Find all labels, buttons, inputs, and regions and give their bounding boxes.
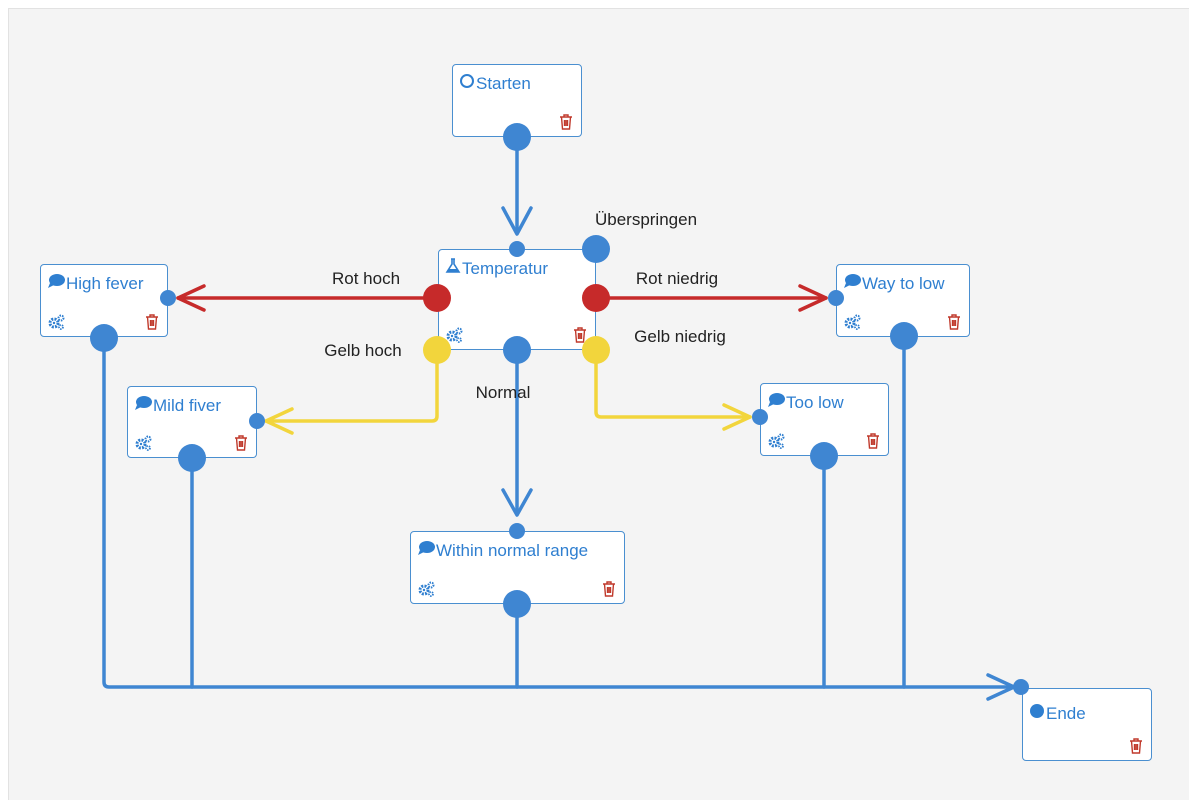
arrowhead-red-high bbox=[176, 284, 206, 312]
node-high-fever-label: High fever bbox=[66, 273, 144, 293]
arrowhead-red-low bbox=[798, 284, 828, 312]
edge-label-yellow-low: Gelb niedrig bbox=[634, 327, 726, 346]
node-mild-fever[interactable]: Mild fiver bbox=[127, 386, 257, 458]
edge-label-normal: Normal bbox=[475, 383, 531, 402]
trash-icon[interactable] bbox=[559, 114, 573, 130]
trash-icon[interactable] bbox=[866, 433, 880, 449]
node-temperature-title: Temperatur bbox=[445, 258, 548, 279]
port-high-fever-out[interactable] bbox=[90, 324, 118, 352]
wire-yellow-high bbox=[264, 349, 439, 423]
arrowhead-temperature-to-normal bbox=[501, 488, 533, 517]
port-mild-fever-in[interactable] bbox=[249, 413, 265, 429]
gears-icon[interactable] bbox=[47, 314, 65, 330]
port-temperature-yellow-high[interactable] bbox=[423, 336, 451, 364]
edge-label-red-low: Rot niedrig bbox=[635, 269, 719, 288]
node-mild-fever-label: Mild fiver bbox=[153, 395, 222, 415]
port-normal-range-in[interactable] bbox=[509, 523, 525, 539]
node-end[interactable]: Ende bbox=[1022, 688, 1152, 761]
port-end-in[interactable] bbox=[1013, 679, 1029, 695]
speech-bubble-icon bbox=[843, 273, 861, 294]
filled-circle-icon bbox=[1029, 703, 1045, 724]
node-normal-range[interactable]: Within normal range bbox=[410, 531, 625, 604]
node-start-title: Starten bbox=[459, 73, 531, 94]
arrowhead-start-to-temperature bbox=[501, 206, 533, 236]
trash-icon[interactable] bbox=[1129, 738, 1143, 754]
node-temperature-label: Temperatur bbox=[462, 258, 548, 278]
port-temperature-red-high[interactable] bbox=[423, 284, 451, 312]
trash-icon[interactable] bbox=[602, 581, 616, 597]
port-too-low-in[interactable] bbox=[752, 409, 768, 425]
arrowhead-yellow-high bbox=[264, 407, 294, 435]
node-normal-range-title: Within normal range bbox=[417, 540, 588, 561]
speech-bubble-icon bbox=[47, 273, 65, 294]
port-temperature-skip[interactable] bbox=[582, 235, 610, 263]
port-mild-fever-out[interactable] bbox=[178, 444, 206, 472]
node-end-label: Ende bbox=[1046, 703, 1086, 723]
flask-icon bbox=[445, 258, 461, 279]
node-temperature[interactable]: Temperatur bbox=[438, 249, 596, 350]
gears-icon[interactable] bbox=[417, 581, 435, 597]
port-normal-range-out[interactable] bbox=[503, 590, 531, 618]
gears-icon[interactable] bbox=[134, 435, 152, 451]
wire-yellow-low bbox=[594, 349, 752, 419]
gears-icon[interactable] bbox=[767, 433, 785, 449]
gears-icon[interactable] bbox=[843, 314, 861, 330]
node-mild-fever-title: Mild fiver bbox=[134, 395, 221, 416]
port-temperature-yellow-low[interactable] bbox=[582, 336, 610, 364]
gears-icon[interactable] bbox=[445, 327, 463, 343]
port-way-to-low-out[interactable] bbox=[890, 322, 918, 350]
node-high-fever-title: High fever bbox=[47, 273, 143, 294]
edge-label-skip: Überspringen bbox=[594, 210, 698, 229]
trash-icon[interactable] bbox=[234, 435, 248, 451]
trash-icon[interactable] bbox=[947, 314, 961, 330]
port-temperature-in[interactable] bbox=[509, 241, 525, 257]
port-temperature-normal[interactable] bbox=[503, 336, 531, 364]
port-high-fever-in[interactable] bbox=[160, 290, 176, 306]
node-start-label: Starten bbox=[476, 73, 531, 93]
port-temperature-red-low[interactable] bbox=[582, 284, 610, 312]
speech-bubble-icon bbox=[767, 392, 785, 413]
node-too-low-title: Too low bbox=[767, 392, 844, 413]
speech-bubble-icon bbox=[134, 395, 152, 416]
trash-icon[interactable] bbox=[145, 314, 159, 330]
wire-high-fever-to-end bbox=[102, 336, 1014, 689]
trash-icon[interactable] bbox=[573, 327, 587, 343]
speech-bubble-icon bbox=[417, 540, 435, 561]
arrowhead-yellow-low bbox=[722, 403, 752, 431]
port-too-low-out[interactable] bbox=[810, 442, 838, 470]
edge-label-yellow-high: Gelb hoch bbox=[324, 341, 402, 360]
circle-outline-icon bbox=[459, 73, 475, 94]
node-end-title: Ende bbox=[1029, 703, 1086, 724]
port-way-to-low-in[interactable] bbox=[828, 290, 844, 306]
port-start-out[interactable] bbox=[503, 123, 531, 151]
node-way-to-low-label: Way to low bbox=[862, 273, 945, 293]
node-way-to-low-title: Way to low bbox=[843, 273, 945, 294]
node-too-low-label: Too low bbox=[786, 392, 844, 412]
node-normal-range-label: Within normal range bbox=[436, 540, 589, 560]
edge-label-red-high: Rot hoch bbox=[331, 269, 401, 288]
